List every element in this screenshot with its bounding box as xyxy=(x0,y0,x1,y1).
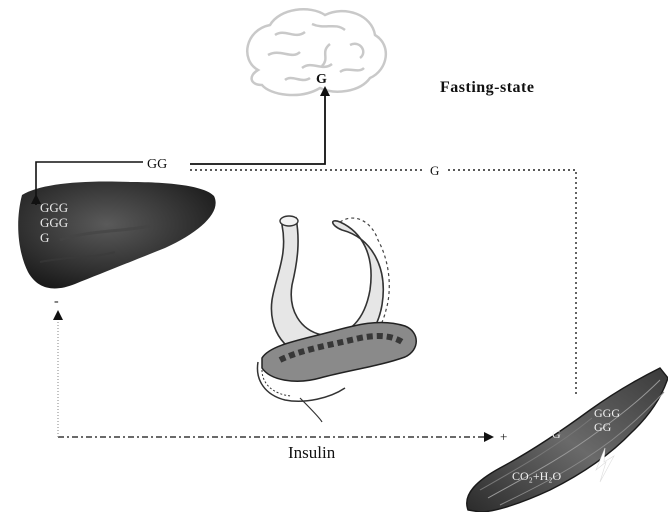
page-title: Fasting-state xyxy=(440,79,534,96)
liver-inhibition-sign: - xyxy=(54,294,59,309)
muscle-illustration xyxy=(467,368,668,512)
brain-glucose-label: G xyxy=(316,72,327,87)
to-muscle-glucose-label: G xyxy=(430,163,439,178)
muscle-glycogen-line-1: GGG xyxy=(594,406,620,420)
liver-glycogen-line-2: GGG xyxy=(40,215,68,230)
insulin-label: Insulin xyxy=(288,443,336,462)
gg-to-brain-arrow xyxy=(190,88,325,164)
liver-glycogen-line-1: GGG xyxy=(40,200,68,215)
liver-output-label: GG xyxy=(147,157,167,172)
dotted-line-to-muscle xyxy=(448,170,576,395)
muscle-glucose-label: G xyxy=(552,427,561,441)
muscle-glycogen-line-2: GG xyxy=(594,420,612,434)
liver-glycogen-line-3: G xyxy=(40,230,49,245)
muscle-products-label: CO₂+H₂O xyxy=(512,469,561,483)
muscle-stimulation-sign: + xyxy=(500,429,507,444)
